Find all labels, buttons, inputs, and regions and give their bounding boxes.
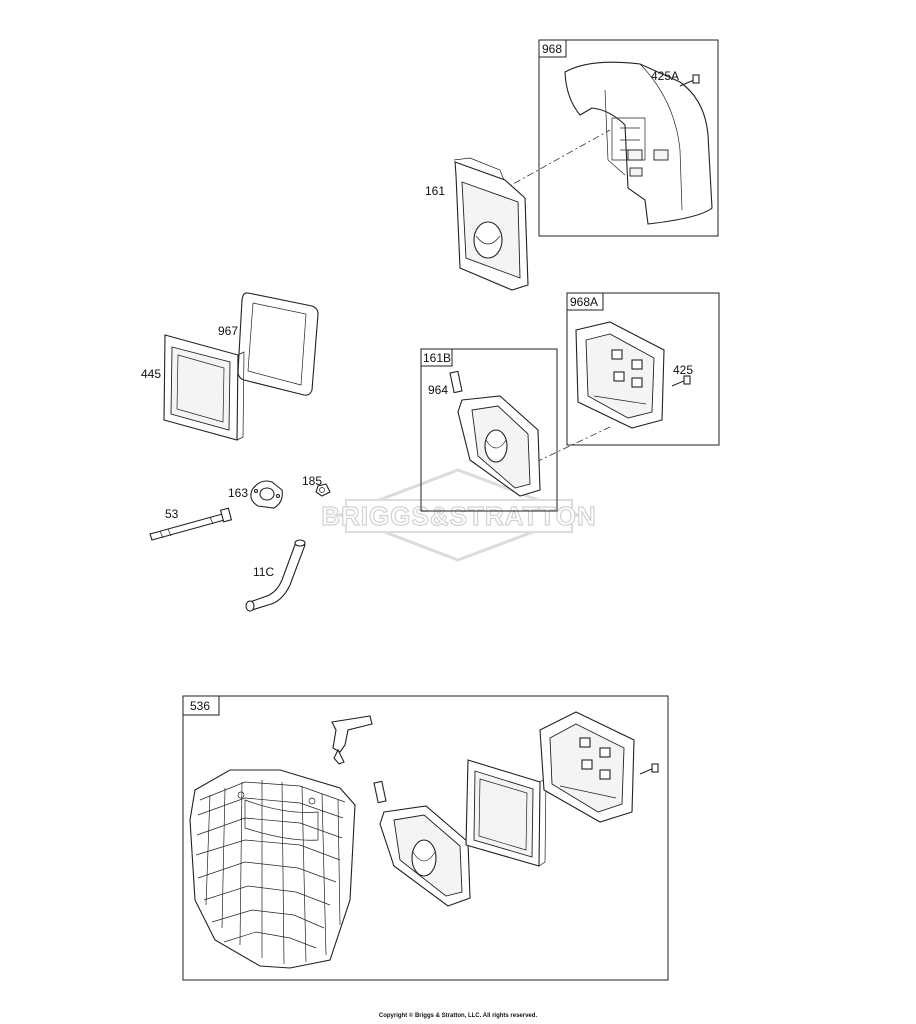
screw-425A [679,74,700,87]
air-filter-445 [163,334,245,441]
label-536: 536 [190,699,210,713]
label-161: 161 [425,184,445,198]
screw-425 [671,375,691,387]
air-cleaner-base [379,805,471,907]
callout-box-968: 968 425A [538,39,719,237]
callout-box-161B: 161B 964 [420,348,558,512]
label-964: 964 [428,383,448,397]
label-161B: 161B [423,351,451,365]
breather-tube-11C [245,539,306,612]
label-425A: 425A [651,69,679,83]
label-163: 163 [228,486,248,500]
label-968A: 968A [570,295,598,309]
label-185: 185 [302,474,322,488]
label-968: 968 [542,42,562,56]
label-967: 967 [218,324,238,338]
nut-185 [315,483,331,497]
air-cleaner-cover-968A [575,321,665,429]
gasket-163 [250,480,283,509]
label-11C: 11C [253,565,274,579]
label-425: 425 [673,363,693,377]
label-445: 445 [141,367,161,381]
air-filter [465,759,547,867]
air-cleaner-cover [539,711,635,823]
stud-53 [149,507,233,541]
screw [639,763,659,775]
air-cleaner-base-161 [453,157,529,291]
callout-box-536: 536 [182,695,669,981]
air-cleaner-cover-968 [564,61,713,225]
callout-box-968A: 968A 425 [566,292,720,446]
wire-cage [189,769,356,969]
briggs-stratton-watermark: BRIGGS&STRATTON [321,468,596,562]
air-cleaner-base-161B [457,395,541,497]
pin [373,780,387,804]
label-53: 53 [165,507,179,521]
gasket-967 [237,292,319,396]
copyright-notice: Copyright © Briggs & Stratton, LLC. All … [378,1013,538,1019]
mounting-bracket [331,715,373,765]
pin-964 [449,370,463,394]
watermark-text: BRIGGS&STRATTON [321,501,596,531]
